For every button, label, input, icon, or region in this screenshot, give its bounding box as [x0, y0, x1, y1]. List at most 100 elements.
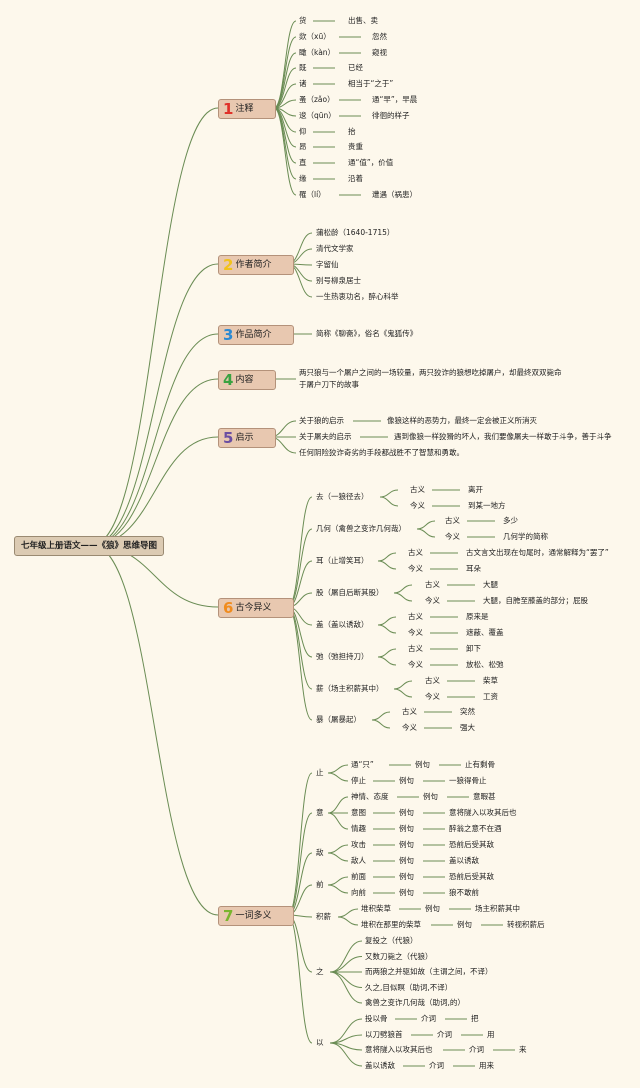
example-tag: 例句 [399, 872, 414, 881]
connector [379, 496, 399, 507]
connector [379, 489, 399, 498]
note-term: 诸 [299, 79, 307, 88]
connector [327, 812, 349, 830]
poly-meaning: 敌人 [351, 856, 366, 865]
tag-modern: 今义 [425, 692, 440, 701]
connector [287, 528, 313, 608]
connector [327, 876, 349, 886]
poly-meaning: 堆积柴草 [361, 904, 391, 913]
tag-ancient: 古义 [410, 485, 425, 494]
poly-meaning: 意图 [351, 808, 366, 817]
connector [377, 560, 397, 570]
author-fact: 字留仙 [316, 260, 339, 269]
connector [327, 852, 349, 862]
ancient-meaning: 大腿 [483, 580, 498, 589]
connector [327, 772, 349, 782]
poly-example: 意将隧入以攻其后也 [449, 808, 517, 817]
poly-meaning: 攻击 [351, 840, 366, 849]
insight-topic: 关于狼的启示 [299, 416, 344, 425]
connector [416, 520, 436, 530]
poly-word: 前 [316, 880, 324, 889]
yi-pos: 介词 [429, 1061, 444, 1070]
zhi-usage: 又数刀毙之（代狼） [365, 951, 433, 961]
tag-modern: 今义 [402, 723, 417, 732]
note-meaning: 抬 [348, 127, 356, 136]
hub-number: 6 [223, 599, 234, 617]
example-tag: 例句 [425, 904, 440, 913]
connector [337, 916, 359, 926]
connector [377, 552, 397, 562]
note-term: 罹（lí） [299, 190, 326, 199]
author-fact: 一生热衷功名，醉心科举 [316, 292, 399, 301]
hub-label: 作者简介 [235, 260, 272, 270]
poly-example: 狼不敢前 [449, 888, 479, 897]
poly-word: 止 [316, 768, 324, 777]
insight-extra: 任何阴险狡诈奇劣的手段都战胜不了智慧和勇敢。 [299, 448, 464, 457]
insight-topic: 关于屠夫的启示 [299, 432, 352, 441]
connector [91, 263, 219, 546]
connector [329, 971, 363, 1004]
zhi-usage: 禽兽之变诈几何哉（助词,的） [365, 998, 465, 1007]
ancient-word: 几何（禽兽之变诈几何哉） [316, 524, 406, 533]
connector [287, 496, 313, 608]
modern-meaning: 工资 [483, 692, 498, 701]
example-tag: 例句 [457, 920, 472, 929]
modern-meaning: 耳朵 [466, 564, 481, 573]
connector [287, 772, 313, 916]
yi-meaning: 用 [487, 1030, 495, 1039]
example-tag: 例句 [399, 856, 414, 865]
connector [337, 908, 359, 918]
note-meaning: 忽然 [372, 32, 387, 41]
connector [329, 1042, 363, 1067]
yi-sentence: 以刀劈狼首 [365, 1030, 403, 1039]
ancient-word: 股（屠自后断其股） [316, 588, 384, 597]
tag-ancient: 古义 [425, 676, 440, 685]
modern-meaning: 大腿，自胯至膝盖的部分；屁股 [483, 596, 588, 605]
poly-example: 止有剩骨 [465, 760, 495, 769]
connector [327, 796, 349, 814]
poly-example: 恐前后受其敌 [449, 872, 494, 881]
hub-number: 2 [223, 256, 234, 274]
example-tag: 例句 [399, 824, 414, 833]
root-topic: 七年级上册语文——《狼》思维导图 [14, 536, 164, 556]
note-meaning: 相当于“之于” [348, 79, 394, 88]
tag-modern: 今义 [425, 596, 440, 605]
note-meaning: 通“早”，早晨 [372, 95, 418, 104]
ancient-meaning: 古文言文出现在句尾时，通常解释为“罢了” [466, 548, 609, 557]
yi-meaning: 把 [471, 1014, 479, 1023]
note-term: 既 [299, 63, 307, 72]
note-term: 仰 [299, 127, 307, 136]
poly-meaning: 停止 [351, 776, 366, 785]
hub-number: 7 [223, 907, 234, 925]
insight-text: 像狼这样的恶势力，最终一定会被正义所消灭 [387, 416, 537, 425]
connector [377, 656, 397, 666]
hub-number: 1 [223, 100, 234, 118]
connector [393, 584, 413, 594]
poly-meaning: 通“只” [351, 760, 374, 769]
yi-sentence: 盖以诱敌 [365, 1061, 395, 1070]
author-fact: 别号柳泉居士 [316, 276, 361, 285]
connector [273, 107, 297, 180]
ancient-word: 暴（屠暴起） [316, 715, 361, 724]
poly-example: 场主积薪其中 [475, 904, 520, 913]
ancient-meaning: 多少 [503, 516, 518, 525]
content-line: 于屠户刀下的故事 [299, 380, 359, 389]
connector [377, 624, 397, 634]
connector [329, 971, 363, 988]
insight-text: 遇到像狼一样狡猾的坏人，我们要像屠夫一样敢于斗争，善于斗争 [394, 432, 612, 441]
yi-sentence: 投以骨 [365, 1014, 388, 1023]
note-meaning: 窥视 [372, 48, 387, 57]
ancient-meaning: 离开 [468, 485, 483, 494]
example-tag: 例句 [399, 840, 414, 849]
tag-ancient: 古义 [408, 612, 423, 621]
note-term: 昂 [299, 142, 307, 151]
connector [327, 884, 349, 894]
poly-meaning: 前面 [351, 872, 366, 881]
